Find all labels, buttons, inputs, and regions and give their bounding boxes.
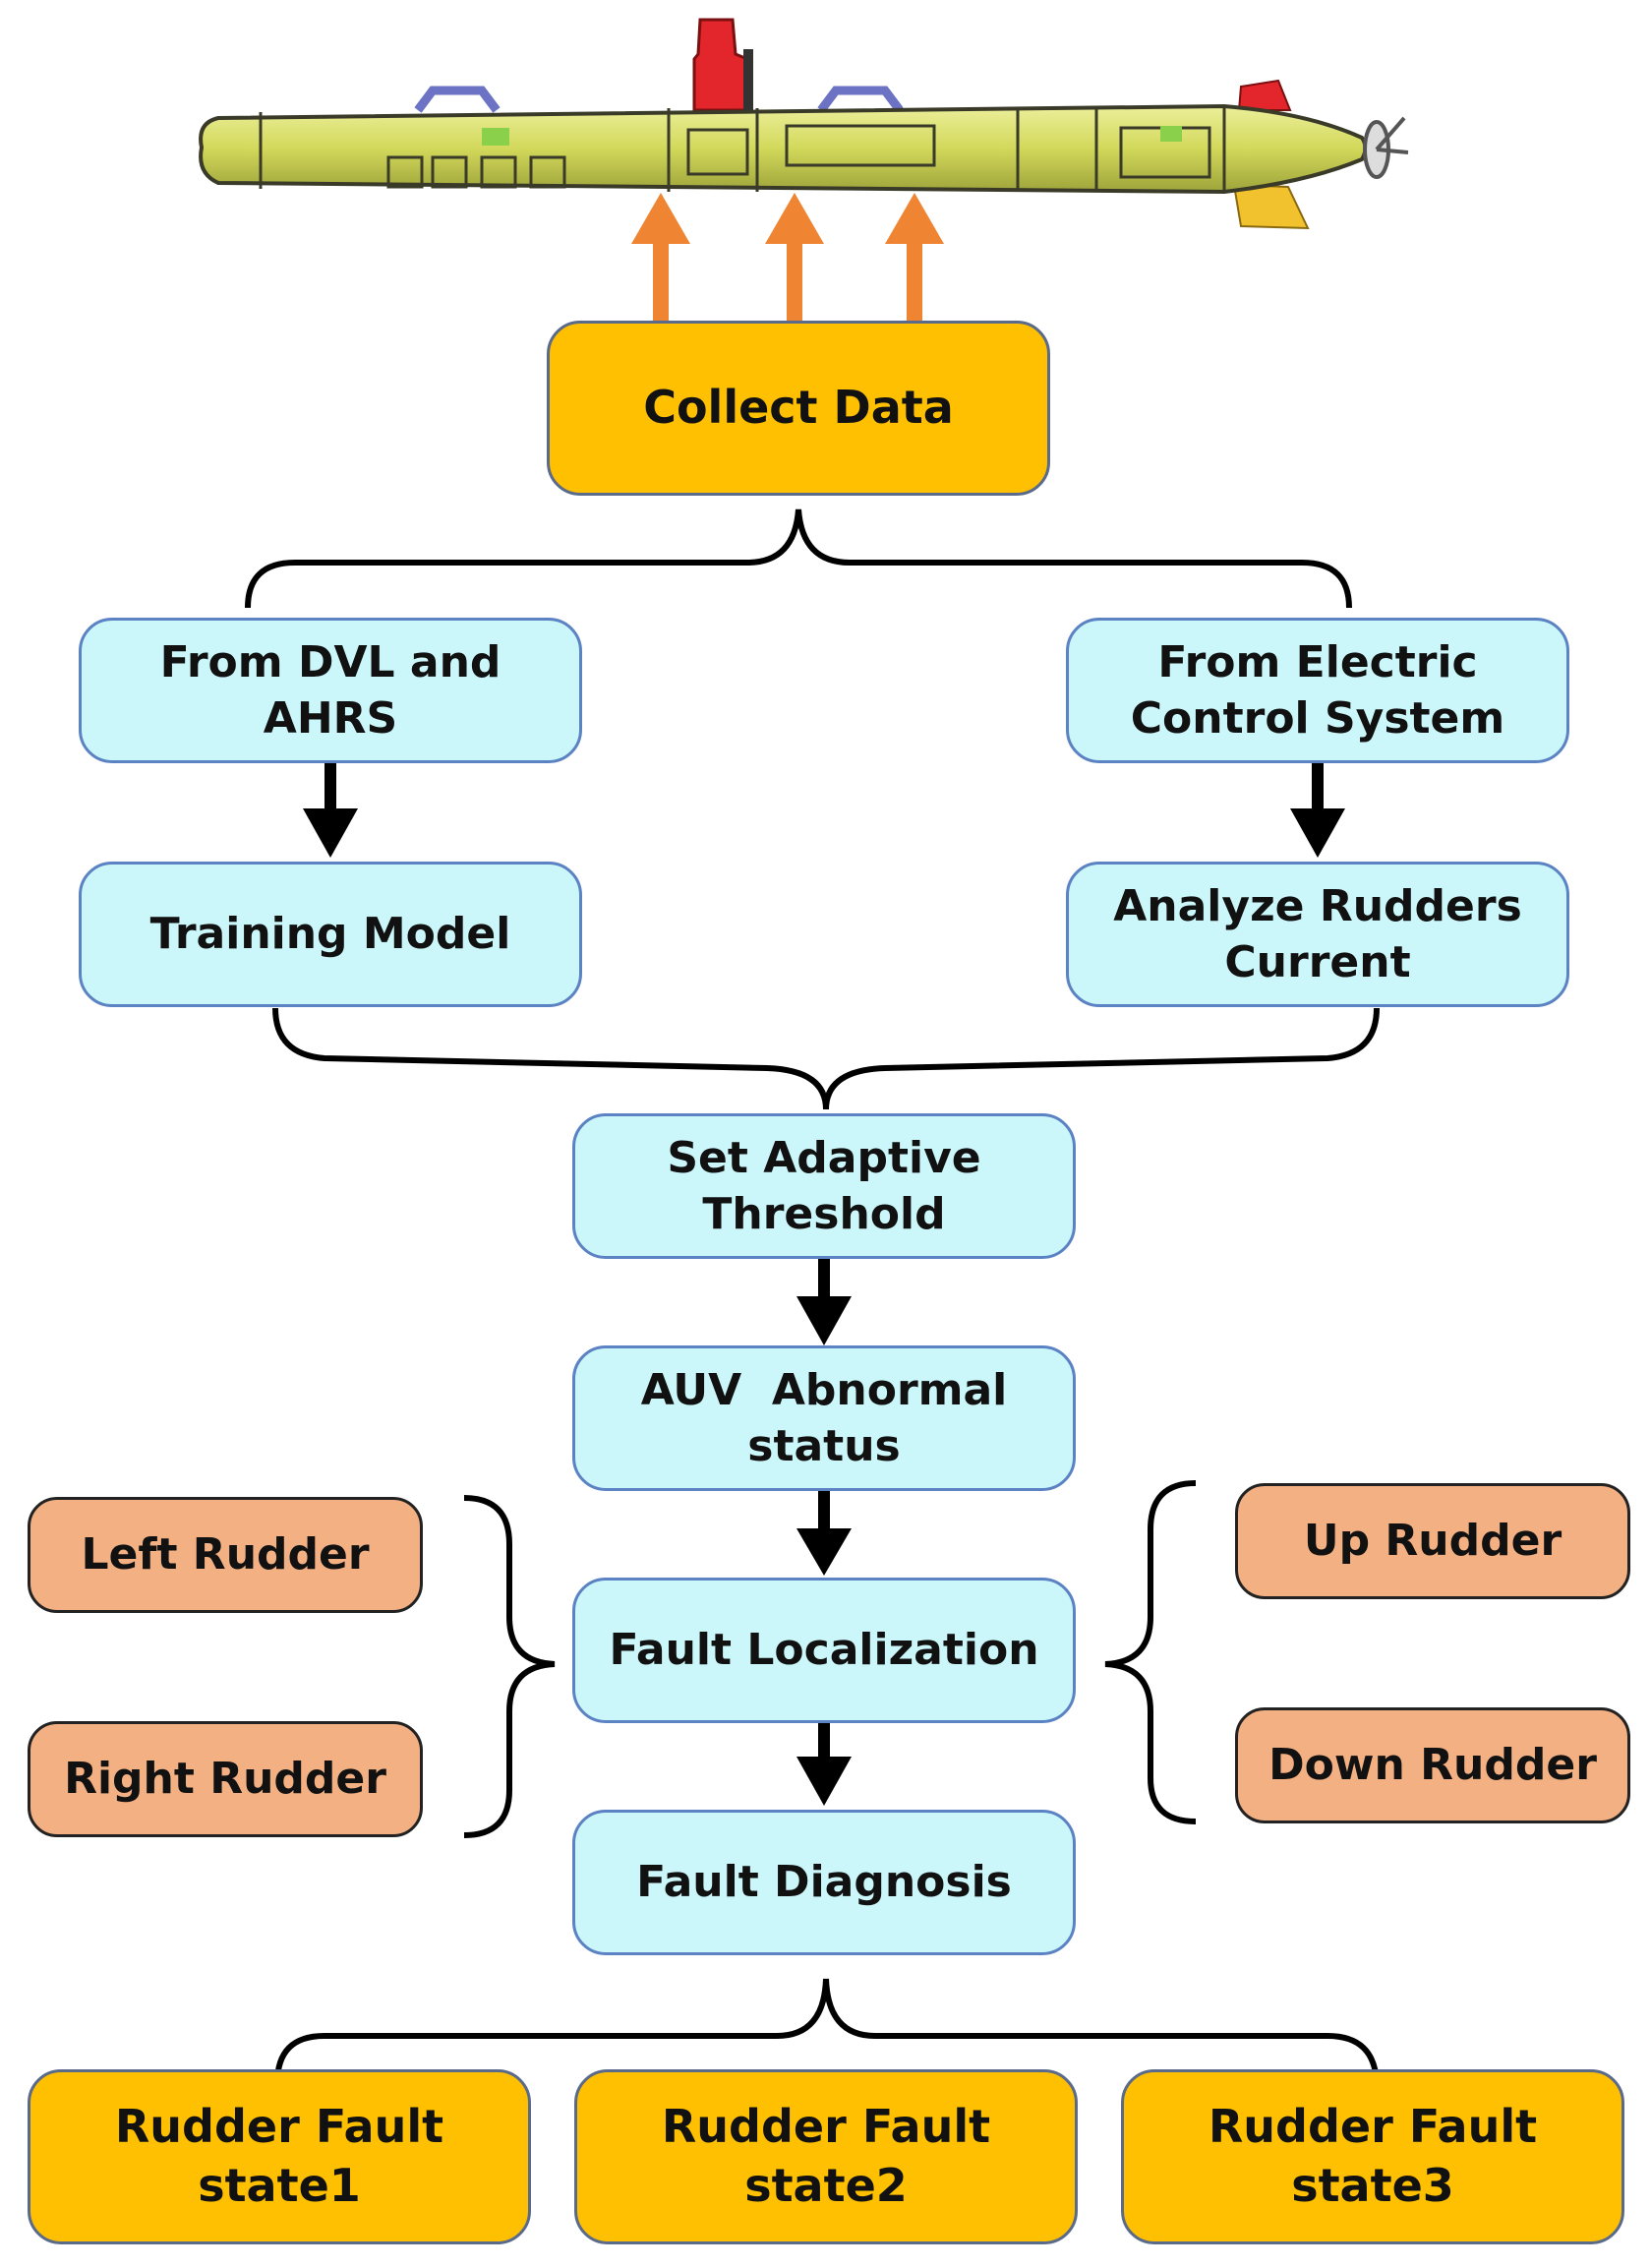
auv-handle-right — [817, 86, 904, 113]
left-rudder-node: Left Rudder — [28, 1497, 423, 1613]
right-rudder-node: Right Rudder — [28, 1721, 423, 1837]
auv-handle-left — [414, 86, 501, 113]
auv-illustration — [199, 18, 1409, 230]
auv-green-panel — [1160, 126, 1182, 142]
data-arrows — [631, 193, 944, 325]
auv-red-mast — [692, 18, 749, 112]
flow-arrows — [303, 759, 1345, 1806]
split-brace-top — [245, 508, 1352, 609]
connectors — [245, 508, 1380, 2084]
auv-antenna — [743, 49, 753, 110]
training-model-node: Training Model — [79, 862, 582, 1007]
auv-upper-fin — [1237, 79, 1292, 111]
fault-diagnosis-node: Fault Diagnosis — [572, 1810, 1076, 1955]
collect-data-node: Collect Data — [547, 321, 1050, 496]
split-brace-bottom — [274, 1978, 1380, 2084]
fault-localization-node: Fault Localization — [572, 1578, 1076, 1723]
auv-hull — [199, 103, 1368, 195]
auv-lower-fin — [1232, 183, 1310, 230]
auv-propeller — [1363, 116, 1409, 179]
left-rudder-brace — [463, 1495, 556, 1838]
down-rudder-node: Down Rudder — [1235, 1707, 1630, 1823]
up-rudder-node: Up Rudder — [1235, 1483, 1630, 1599]
auv-green-panel — [482, 128, 509, 146]
merge-brace-mid — [272, 1007, 1380, 1110]
right-rudder-brace — [1104, 1480, 1197, 1824]
